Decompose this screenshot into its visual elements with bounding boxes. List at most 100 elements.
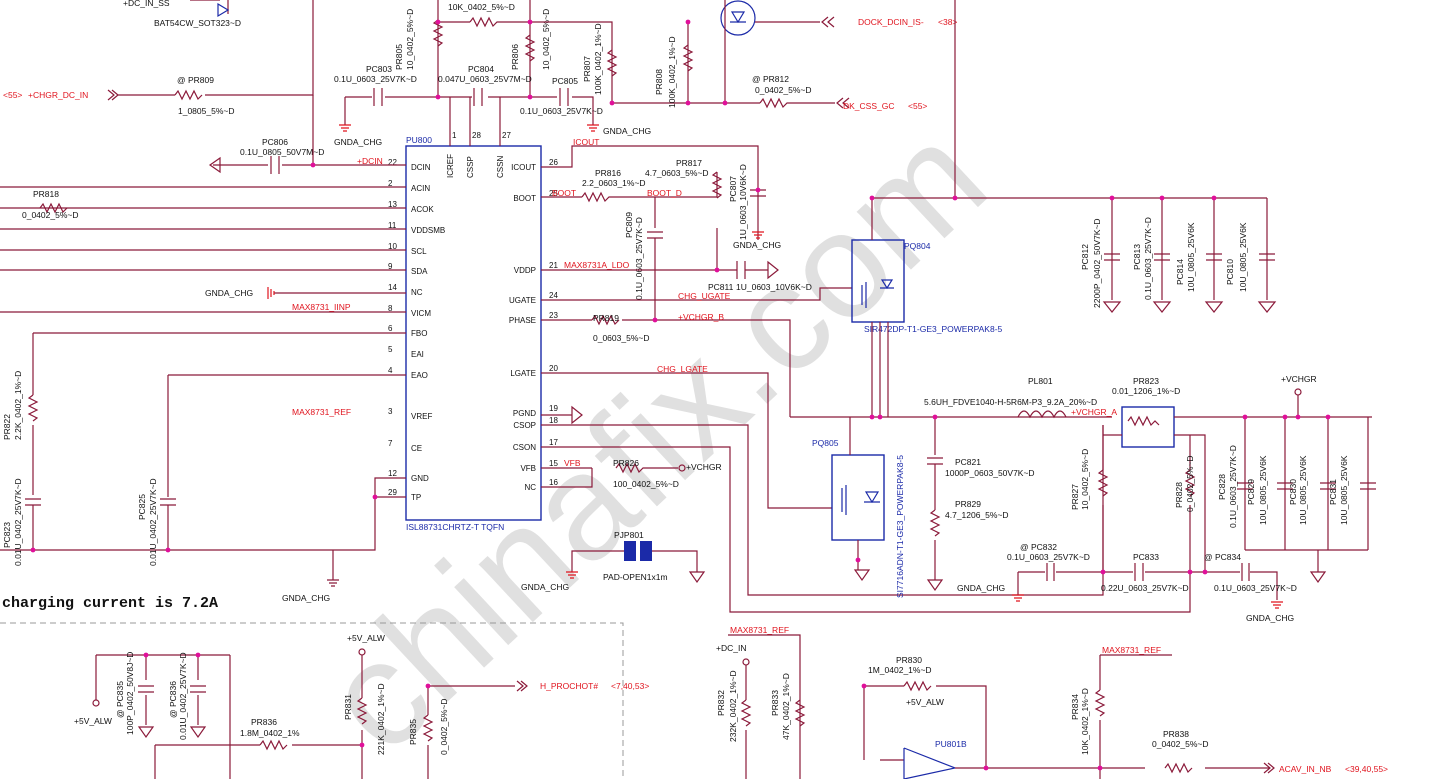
ugate-wire bbox=[541, 287, 852, 301]
pin-vref: VREF bbox=[411, 412, 432, 421]
pr838-ref: PR838 bbox=[1163, 729, 1189, 739]
gnd-bus bbox=[0, 477, 406, 580]
junction-dot bbox=[861, 683, 867, 689]
gnda-chg-7: GNDA_CHG bbox=[1246, 613, 1294, 623]
ic-pu800: PU800 ISL88731CHRTZ-T TQFN DCIN22ACIN2AC… bbox=[388, 97, 558, 532]
vchgr-terminal bbox=[678, 464, 686, 472]
pc812-val: 2200P_0402_50V7K~D bbox=[1092, 218, 1102, 308]
pc823-val: 0.01U_0402_25V7K~D bbox=[13, 478, 23, 566]
pc806-ref: PC806 bbox=[262, 137, 288, 147]
pr817-symbol bbox=[711, 171, 723, 199]
net-v5-alw-1: +5V_ALW bbox=[74, 716, 112, 726]
pin-number: 2 bbox=[388, 179, 393, 188]
dock-mosfet bbox=[720, 0, 756, 36]
output-caps: +VCHGR PC828 0.1U_0603_25V7K~D PC829 10U… bbox=[1217, 374, 1376, 584]
junction-dot bbox=[1159, 195, 1165, 201]
net-prochot: H_PROCHOT# bbox=[540, 681, 598, 691]
pin-number: 10 bbox=[388, 242, 397, 251]
pc804-ref: PC804 bbox=[468, 64, 494, 74]
ground-symbol bbox=[327, 579, 339, 587]
pin-label: ICREF bbox=[446, 154, 455, 178]
net-vchgr-out: +VCHGR bbox=[1281, 374, 1317, 384]
dashed-boundary bbox=[0, 622, 624, 779]
pr823-body bbox=[1121, 406, 1175, 448]
pr831-ref: PR831 bbox=[343, 694, 353, 720]
pin-number: 20 bbox=[549, 364, 558, 373]
charging-note: charging current is 7.2A bbox=[2, 595, 218, 612]
pc833-ref: PC833 bbox=[1133, 552, 1159, 562]
pr809-symbol bbox=[174, 89, 203, 101]
snubber bbox=[926, 417, 944, 592]
pin-dcin: DCIN bbox=[411, 163, 431, 172]
net-dock-ref: <38> bbox=[938, 17, 957, 27]
pc804-val: 0.047U_0603_25V7M~D bbox=[438, 74, 532, 84]
pr808-val: 100K_0402_1%~D bbox=[667, 36, 677, 108]
dc-input-section: +DC_IN_SS BAT54CW_SOT323~D <55> +CHGR_DC… bbox=[3, 0, 957, 147]
net-vchgr-vfb: +VCHGR bbox=[686, 462, 722, 472]
pc804-symbol bbox=[473, 88, 483, 106]
pin-vddsmb: VDDSMB bbox=[411, 226, 445, 235]
pin-eai: EAI bbox=[411, 350, 424, 359]
net-v5-alw-2: +5V_ALW bbox=[347, 633, 385, 643]
junction-dot bbox=[932, 414, 938, 420]
junction-dot bbox=[952, 195, 958, 201]
diode-symbol bbox=[217, 2, 230, 18]
pc806-symbol bbox=[270, 156, 280, 174]
pc834-val: 0.1U_0603_25V7K~D bbox=[1214, 583, 1297, 593]
pin-number: 16 bbox=[549, 478, 558, 487]
pr822-ref: PR822 bbox=[2, 414, 12, 440]
pc811-symbol bbox=[736, 261, 746, 279]
pc809-ref: PC809 bbox=[624, 212, 634, 238]
pq804-fet bbox=[861, 279, 894, 308]
pr827-ref: PR827 bbox=[1070, 484, 1080, 510]
cson-wire bbox=[541, 446, 1191, 613]
pin-number: 17 bbox=[549, 438, 558, 447]
input-cap-plates bbox=[1104, 253, 1275, 261]
pq805-fet bbox=[841, 485, 880, 515]
pr818-ref: PR818 bbox=[33, 189, 59, 199]
net-dc-in-ss: +DC_IN_SS bbox=[123, 0, 170, 8]
pr834-ref: PR834 bbox=[1070, 694, 1080, 720]
pr836-val: 1.8M_0402_1% bbox=[240, 728, 300, 738]
pjp801-wire bbox=[571, 550, 706, 584]
comparator-section: MAX8731_REF +DC_IN PR832 232K_0402_1%~D … bbox=[716, 625, 1388, 780]
offpage-arrow bbox=[836, 97, 850, 109]
junction-dot bbox=[1295, 414, 1301, 420]
pc814-ref: PC814 bbox=[1175, 259, 1185, 285]
pin-number: 13 bbox=[388, 200, 397, 209]
pc813-val: 0.1U_0603_25V7K~D bbox=[1143, 217, 1153, 300]
pc803-val: 0.1U_0603_25V7K~D bbox=[334, 74, 417, 84]
junction-dot bbox=[527, 94, 533, 100]
net-acav: ACAV_IN_NB bbox=[1279, 764, 1332, 774]
net-lgate: CHG_LGATE bbox=[657, 364, 708, 374]
net-chgr-ref: <55> bbox=[3, 90, 22, 100]
pc831-ref: PC831 bbox=[1328, 479, 1338, 505]
diode-part: BAT54CW_SOT323~D bbox=[154, 18, 241, 28]
pr834-wire bbox=[1099, 654, 1172, 779]
pc805-val: 0.1U_0603_25V7K~D bbox=[520, 106, 603, 116]
net-vchgr-b: +VCHGR_B bbox=[678, 312, 724, 322]
junction-dot bbox=[143, 652, 149, 658]
net-max-iinp: MAX8731_IINP bbox=[292, 302, 351, 312]
pr830-ref: PR830 bbox=[896, 655, 922, 665]
pr805-symbol bbox=[432, 19, 444, 47]
pc803-symbol bbox=[373, 88, 383, 106]
pr818-symbol bbox=[39, 202, 68, 214]
junction-dot bbox=[310, 162, 316, 168]
pc806-val: 0.1U_0805_50V7M~D bbox=[240, 147, 324, 157]
pjp801-pad-a bbox=[624, 541, 636, 561]
net-chgr-dc-in: +CHGR_DC_IN bbox=[28, 90, 88, 100]
input-cap-grounds bbox=[1102, 301, 1277, 313]
pl801-ref: PL801 bbox=[1028, 376, 1053, 386]
pr816-ref: PR816 bbox=[595, 168, 621, 178]
pin-gnd: GND bbox=[411, 474, 429, 483]
pin-phase: PHASE bbox=[509, 316, 536, 325]
gnda-chg-2: GNDA_CHG bbox=[603, 126, 651, 136]
junction-dot bbox=[359, 742, 365, 748]
junction-dot bbox=[1282, 414, 1288, 420]
pr831-symbol bbox=[356, 697, 368, 725]
pc809-val: 0.1U_0603_25V7K~D bbox=[634, 217, 644, 300]
net-boot: BOOT bbox=[552, 188, 576, 198]
